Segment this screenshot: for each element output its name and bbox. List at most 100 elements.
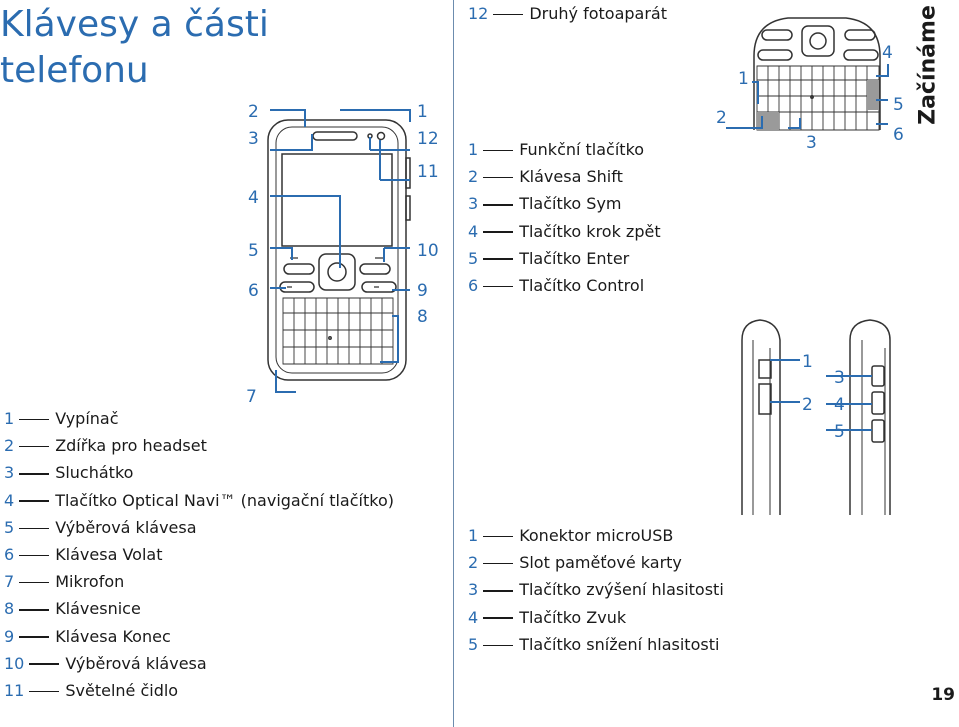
- legend-dash: [483, 149, 514, 152]
- keyboard-legend-item: 4 Tlačítko krok zpět: [468, 218, 667, 245]
- keyboard-legend-item: 1 Funkční tlačítko: [468, 136, 667, 163]
- legend-text: Druhý fotoaparát: [529, 4, 667, 23]
- front-legend-item: 10 Výběrová klávesa: [4, 650, 394, 677]
- front-callout-12: 12: [417, 129, 439, 149]
- legend-number: 4: [468, 607, 479, 627]
- legend-number: 4: [468, 221, 479, 241]
- legend-dash: [19, 418, 50, 421]
- front-phone-illustration: [267, 119, 411, 381]
- legend-number: 2: [468, 553, 479, 573]
- legend-number: 5: [4, 517, 15, 537]
- callout-numbers: 2 3 4 5 6 7 1 12 11 10 9 8 1 2 3 4 5 6 1…: [246, 43, 904, 442]
- side-legend-item: 1 Konektor microUSB: [468, 522, 724, 549]
- legend-text: Tlačítko zvýšení hlasitosti: [519, 580, 724, 600]
- legend-text: Tlačítko Optical Navi™ (navigační tlačít…: [55, 490, 394, 510]
- legend-number: 6: [4, 544, 15, 564]
- legend-text: Klávesa Konec: [55, 626, 171, 646]
- legend-dash: [483, 258, 514, 260]
- legend-text: Tlačítko Zvuk: [519, 607, 627, 627]
- legend-number: 4: [4, 490, 15, 510]
- legend-text: Konektor microUSB: [519, 526, 674, 545]
- legend-text: Výběrová klávesa: [65, 653, 207, 673]
- legend-text: Světelné čidlo: [65, 680, 179, 700]
- legend-text: Tlačítko Control: [519, 275, 645, 295]
- keyboard-callout-4: 4: [882, 43, 893, 63]
- side-callout-1: 1: [802, 352, 813, 372]
- leader-lines: [270, 64, 889, 431]
- legend-number: 6: [468, 275, 479, 295]
- legend-dash: [483, 644, 514, 646]
- side-callout-4: 4: [834, 395, 845, 415]
- front-legend-item: 6 Klávesa Volat: [4, 541, 394, 568]
- legend-number: 1: [468, 526, 479, 545]
- keyboard-callout-1: 1: [738, 69, 749, 89]
- legend-spacer: [468, 109, 667, 136]
- side-callout-2: 2: [802, 395, 813, 415]
- legend-text: Tlačítko krok zpět: [519, 221, 661, 241]
- legend-number: 3: [468, 580, 479, 600]
- legend-dash: [29, 690, 60, 693]
- column-divider: [453, 0, 454, 727]
- front-legend-item: 2 Zdířka pro headset: [4, 432, 394, 459]
- legend-dash: [483, 562, 514, 565]
- legend-number: 2: [4, 436, 15, 456]
- front-callout-8: 8: [417, 307, 428, 327]
- legend-text: Klávesa Volat: [55, 544, 163, 564]
- legend-dash: [483, 617, 514, 619]
- side-legend-item: 4 Tlačítko Zvuk: [468, 604, 724, 631]
- side-legend-item: 3 Tlačítko zvýšení hlasitosti: [468, 576, 724, 603]
- legend-spacer: [468, 82, 667, 109]
- keyboard-callout-3: 3: [806, 133, 817, 153]
- front-legend-item: 4 Tlačítko Optical Navi™ (navigační tlačí…: [4, 487, 394, 514]
- legend-dash: [483, 535, 514, 538]
- legend-dash: [19, 527, 50, 529]
- legend-text: Slot paměťové karty: [519, 553, 682, 573]
- page-title-line2: telefonu: [0, 50, 149, 91]
- legend-dash: [19, 473, 50, 475]
- legend-text: Výběrová klávesa: [55, 517, 197, 537]
- legend-text: Vypínač: [55, 409, 119, 428]
- legend-text: Funkční tlačítko: [519, 139, 645, 159]
- legend-text: Klávesa Shift: [519, 167, 623, 187]
- legend-number: 10: [4, 653, 25, 673]
- keyboard-callout-6: 6: [893, 125, 904, 145]
- legend-number: 9: [4, 626, 15, 646]
- legend-dash: [483, 285, 514, 288]
- front-callout-2: 2: [248, 102, 259, 122]
- legend-text: Klávesnice: [55, 599, 141, 619]
- front-callout-11: 11: [417, 162, 439, 182]
- legend-dash: [19, 636, 50, 638]
- legend-number: 1: [468, 139, 479, 159]
- front-callout-9: 9: [417, 281, 428, 301]
- legend-dash: [483, 590, 514, 592]
- side-callout-3: 3: [834, 368, 845, 388]
- legend-number: 5: [468, 634, 479, 654]
- front-legend-item: 9 Klávesa Konec: [4, 623, 394, 650]
- legend-dash: [19, 445, 50, 448]
- legend-dash: [483, 204, 514, 206]
- legend-number: 2: [468, 167, 479, 187]
- page-title-line1: Klávesy a části: [0, 4, 269, 45]
- legend-spacer: [468, 27, 667, 54]
- legend-text: Tlačítko Sym: [519, 194, 622, 214]
- legend-dash: [19, 609, 50, 611]
- front-callout-1: 1: [417, 102, 428, 122]
- keyboard-illustration: [753, 17, 881, 131]
- legend-number: 3: [4, 463, 15, 483]
- keyboard-legend-item: 6 Tlačítko Control: [468, 272, 667, 299]
- legend-dash: [483, 231, 514, 233]
- legend-text: Mikrofon: [55, 572, 125, 592]
- legend-number: 7: [4, 572, 15, 592]
- legend-dash: [483, 176, 514, 179]
- front-callout-4: 4: [248, 188, 259, 208]
- legend-text: Zdířka pro headset: [55, 436, 207, 456]
- legend-number: 1: [4, 409, 15, 428]
